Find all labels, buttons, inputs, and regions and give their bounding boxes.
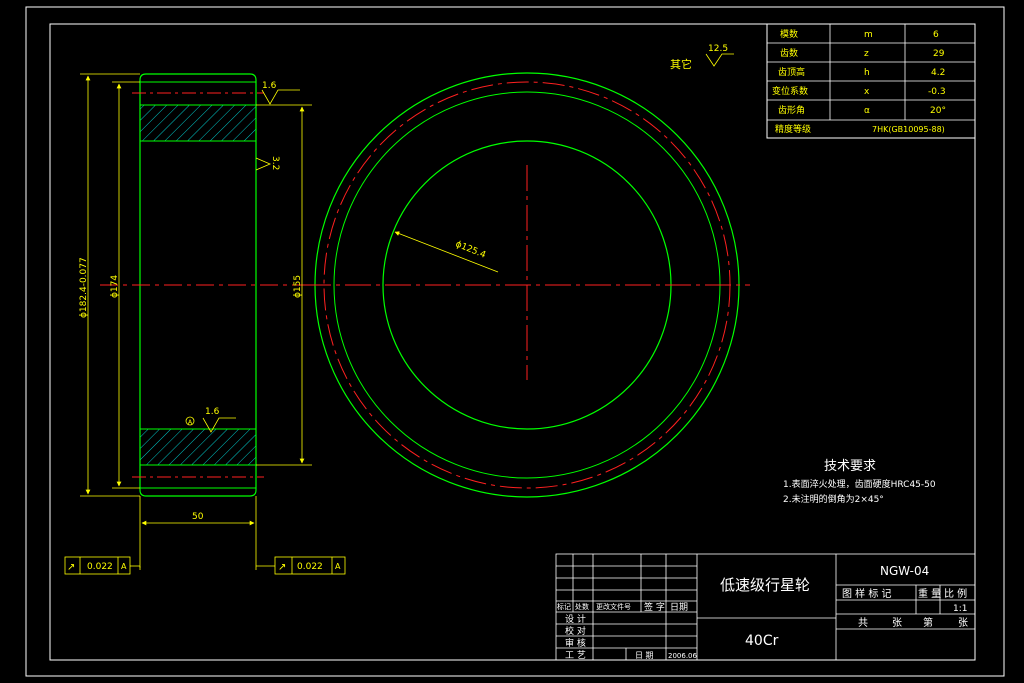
tolerance-frame-left: ↗ 0.022 A: [64, 556, 131, 575]
param-name: 精度等级: [775, 123, 811, 135]
datum-mark: A: [188, 419, 193, 426]
role-label: 设 计: [565, 613, 586, 625]
param-value: 29: [933, 49, 945, 59]
right-header-cell: 比 例: [944, 587, 967, 600]
roughness-bottom: 1.6: [205, 407, 220, 417]
param-symbol: h: [864, 68, 870, 78]
param-symbol: α: [864, 106, 870, 116]
right-header-cell: 图 样 标 记: [842, 587, 892, 600]
header-cell: 处数: [575, 602, 589, 611]
svg-text:0.022: 0.022: [297, 562, 323, 572]
section-dimensions: [80, 73, 312, 570]
role-label: 校 对: [565, 625, 586, 637]
hatch-upper: [139, 104, 257, 142]
right-header-cell: 重 量: [918, 587, 941, 600]
param-name: 齿顶高: [778, 66, 805, 78]
param-name: 模数: [780, 28, 798, 40]
header-cell: 标记: [557, 602, 571, 611]
tolerance-frame-right: ↗ 0.022 A: [274, 556, 346, 575]
param-spec: 7HK(GB10095-88): [872, 125, 945, 134]
param-name: 齿数: [780, 47, 798, 59]
section-view: [100, 73, 310, 497]
svg-text:↗: ↗: [278, 562, 286, 573]
header-cell: 日期: [670, 602, 688, 613]
sheet-cell: 张: [958, 617, 968, 629]
param-name: 齿形角: [778, 104, 805, 116]
roughness-other-label: 其它: [670, 57, 692, 71]
hatch-lower: [139, 428, 257, 466]
param-name: 变位系数: [772, 85, 808, 97]
date-label: 日 期: [635, 651, 654, 660]
inner-frame: [49, 23, 976, 661]
param-value: 4.2: [931, 68, 945, 78]
roughness-top: 1.6: [262, 81, 277, 91]
role-label: 工 艺: [565, 650, 586, 661]
svg-text:A: A: [121, 562, 127, 571]
header-cell: 签 字: [644, 601, 665, 613]
roughness-other-value: 12.5: [708, 44, 728, 54]
material: 40Cr: [745, 633, 779, 649]
param-symbol: z: [864, 49, 869, 59]
gear-section-outline: [139, 73, 257, 497]
part-name: 低速级行星轮: [720, 576, 810, 594]
dim-dia-174: ϕ174: [110, 275, 120, 298]
header-cell: 更改文件号: [596, 602, 631, 611]
param-symbol: m: [864, 30, 873, 40]
drawing-number: NGW-04: [880, 564, 929, 578]
dim-dia-outer: ϕ182.4-0.077: [79, 257, 89, 318]
sheet-cell: 张: [892, 617, 902, 629]
dim-width: 50: [192, 512, 204, 522]
sheet-cell: 第: [923, 616, 933, 629]
role-label: 审 核: [565, 637, 586, 649]
title-block: [555, 553, 976, 661]
dim-dia-155: ϕ155: [293, 275, 303, 298]
param-symbol: x: [864, 87, 870, 97]
param-value: 20°: [930, 106, 946, 116]
sheet-cell: 共: [858, 617, 868, 629]
tech-title: 技术要求: [824, 459, 876, 474]
tech-requirements: 技术要求 1.表面淬火处理，齿面硬度HRC45-50 2.未注明的倒角为2×45…: [783, 459, 936, 505]
svg-text:↗: ↗: [67, 562, 75, 573]
svg-text:A: A: [335, 562, 341, 571]
tech-item: 2.未注明的倒角为2×45°: [783, 493, 884, 505]
tech-item: 1.表面淬火处理，齿面硬度HRC45-50: [783, 478, 936, 490]
date-value: 2006.06: [668, 652, 697, 660]
scale-value: 1:1: [953, 604, 967, 614]
front-view: [305, 72, 750, 498]
svg-text:0.022: 0.022: [87, 562, 113, 572]
roughness-side: 3.2: [270, 156, 280, 170]
param-value: -0.3: [928, 87, 946, 97]
dim-bore: ϕ125.4: [454, 240, 487, 261]
param-value: 6: [933, 30, 939, 40]
params-table: 模数 m 6 齿数 z 29 齿顶高 h 4.2 变位系数 x -0.3 齿形角…: [766, 23, 976, 139]
outer-frame: [25, 6, 1005, 677]
